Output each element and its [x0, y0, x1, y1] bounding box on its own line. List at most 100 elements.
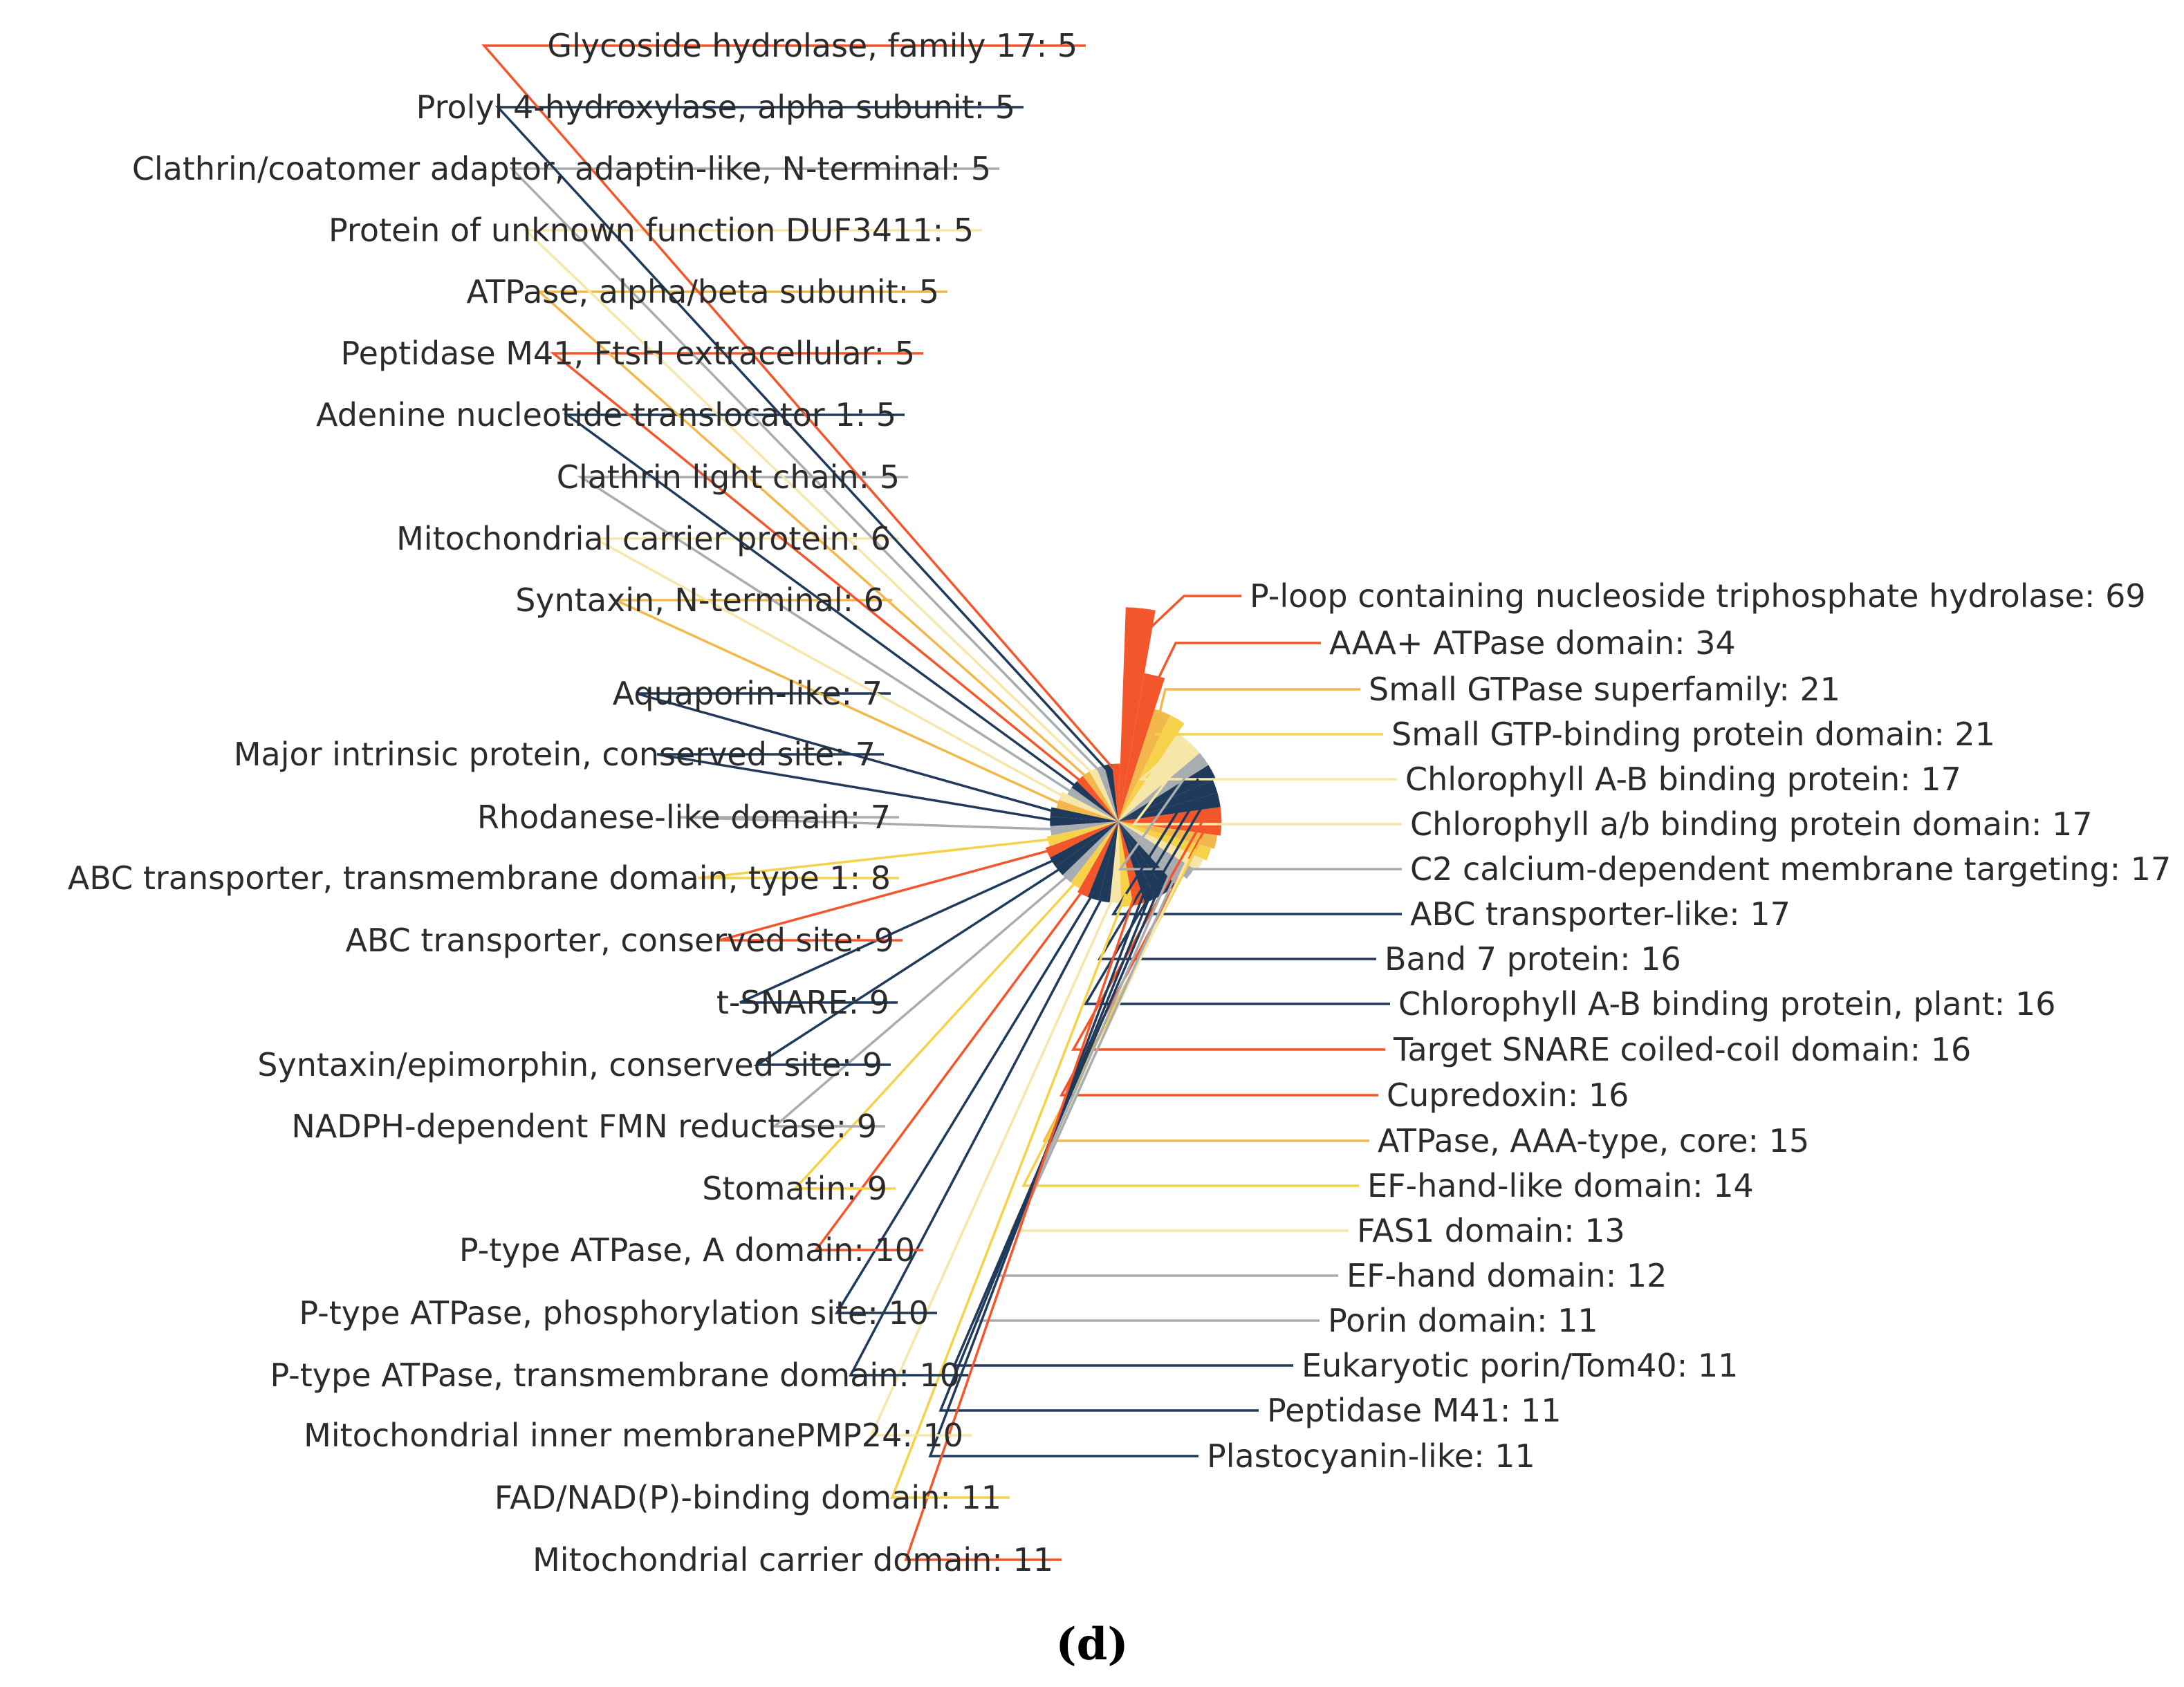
slice-1	[1118, 673, 1165, 821]
slice-label-14: FAS1 domain: 13	[1357, 1212, 1625, 1249]
slice-44	[1112, 763, 1120, 821]
slice-6	[1118, 753, 1209, 821]
slice-23	[1098, 821, 1118, 903]
leader-line-35	[615, 599, 1068, 808]
slice-35	[1056, 799, 1118, 821]
slice-label-11: Cupredoxin: 16	[1387, 1076, 1629, 1114]
slice-29	[1050, 821, 1118, 867]
leader-line-43	[495, 106, 1111, 774]
leader-line-6	[1118, 767, 1402, 870]
leader-line-27	[771, 869, 1075, 1128]
leader-line-44	[481, 44, 1118, 774]
leader-line-13	[1021, 848, 1359, 1187]
leader-line-26	[793, 875, 1083, 1190]
leader-line-15	[994, 865, 1338, 1277]
slice-label-15: EF-hand domain: 12	[1347, 1257, 1667, 1294]
leader-line-19	[928, 888, 1199, 1457]
leader-line-37	[577, 476, 1077, 796]
leader-line-36	[594, 537, 1070, 801]
leader-line-42	[508, 167, 1104, 776]
leader-line-20	[904, 891, 1138, 1561]
slice-label-12: ATPase, AAA-type, core: 15	[1378, 1122, 1809, 1159]
slice-12	[1118, 821, 1218, 849]
slices-layer	[1045, 607, 1222, 907]
leader-line-2	[1154, 688, 1360, 729]
leader-line-39	[550, 352, 1086, 786]
slice-label-22: Mitochondrial inner membranePMP24: 10	[304, 1417, 963, 1454]
leader-line-16	[973, 871, 1320, 1322]
slice-label-28: Syntaxin/epimorphin, conserved site: 9	[257, 1046, 882, 1083]
slice-label-16: Porin domain: 11	[1328, 1302, 1598, 1339]
leader-line-0	[1136, 595, 1241, 642]
slice-30	[1045, 821, 1118, 858]
slice-18	[1118, 821, 1167, 899]
slice-3	[1118, 715, 1185, 821]
slice-27	[1062, 821, 1118, 883]
slice-label-10: Target SNARE coiled-coil domain: 16	[1393, 1031, 1971, 1068]
slice-label-33: Major intrinsic protein, conserved site:…	[234, 736, 876, 773]
slice-label-2: Small GTPase superfamily: 21	[1369, 671, 1840, 708]
leader-line-18	[938, 884, 1259, 1412]
slice-label-8: Band 7 protein: 16	[1385, 940, 1681, 978]
leader-line-33	[656, 753, 1061, 823]
slice-label-26: Stomatin: 9	[702, 1170, 887, 1207]
slice-37	[1067, 787, 1118, 821]
slice-4	[1118, 733, 1190, 821]
slice-label-36: Mitochondrial carrier protein: 6	[396, 520, 891, 557]
slice-label-23: P-type ATPase, transmembrane domain: 10	[270, 1357, 960, 1394]
leader-line-31	[698, 837, 1059, 879]
slice-label-29: t-SNARE: 9	[716, 984, 889, 1021]
slice-20	[1118, 821, 1145, 906]
slice-label-9: Chlorophyll A-B binding protein, plant: …	[1398, 985, 2055, 1023]
slice-34	[1050, 807, 1118, 821]
slice-label-7: ABC transporter-like: 17	[1410, 895, 1790, 933]
slice-label-44: Glycoside hydrolase, family 17: 5	[547, 27, 1077, 64]
slice-label-18: Peptidase M41: 11	[1267, 1392, 1562, 1429]
slice-label-31: ABC transporter, transmembrane domain, t…	[68, 859, 891, 897]
slice-label-1: AAA+ ATPase domain: 34	[1329, 624, 1736, 662]
leader-line-23	[849, 888, 1108, 1377]
slice-26	[1071, 821, 1118, 888]
slice-38	[1071, 781, 1118, 821]
leader-line-22	[869, 890, 1118, 1437]
slice-label-27: NADPH-dependent FMN reductase: 9	[291, 1108, 877, 1145]
slice-15	[1118, 821, 1194, 879]
slice-label-0: P-loop containing nucleoside triphosphat…	[1250, 577, 2146, 615]
leader-line-5	[1131, 758, 1402, 826]
slice-40	[1082, 771, 1118, 821]
slice-24	[1087, 821, 1118, 901]
slice-label-24: P-type ATPase, phosphorylation site: 10	[299, 1294, 929, 1332]
leader-line-29	[739, 855, 1064, 1004]
leader-line-41	[522, 229, 1098, 779]
slice-label-34: Aquaporin-like: 7	[613, 675, 882, 712]
slice-label-41: Protein of unknown function DUF3411: 5	[328, 212, 974, 249]
slice-13	[1118, 821, 1212, 861]
slice-21	[1118, 821, 1133, 907]
labels-layer: P-loop containing nucleoside triphosphat…	[68, 27, 2171, 1578]
leader-line-38	[563, 413, 1082, 791]
slice-43	[1104, 764, 1118, 821]
slice-36	[1059, 792, 1118, 821]
slice-39	[1077, 776, 1118, 821]
slice-label-3: Small GTP-binding protein domain: 21	[1391, 716, 1995, 753]
leader-lines-layer	[481, 44, 1402, 1561]
leader-line-7	[1111, 778, 1402, 915]
leader-line-24	[834, 886, 1098, 1314]
leader-line-34	[636, 692, 1062, 814]
slice-25	[1077, 821, 1118, 897]
slice-label-37: Clathrin light chain: 5	[557, 458, 900, 496]
slice-label-39: Peptidase M41, FtsH extracellular: 5	[341, 335, 915, 372]
slice-label-13: EF-hand-like domain: 14	[1367, 1167, 1754, 1204]
slice-label-21: FAD/NAD(P)-binding domain: 11	[494, 1479, 1001, 1516]
leader-line-4	[1138, 749, 1397, 781]
leader-line-17	[952, 878, 1293, 1367]
slice-label-19: Plastocyanin-like: 11	[1207, 1437, 1535, 1475]
leader-line-9	[1083, 802, 1390, 1005]
slice-label-4: Chlorophyll A-B binding protein: 17	[1405, 761, 1961, 798]
panel-label: (d)	[1055, 1619, 1128, 1670]
slice-42	[1096, 765, 1118, 821]
slice-label-38: Adenine nucleotide translocator 1: 5	[316, 396, 896, 434]
slice-label-40: ATPase, alpha/beta subunit: 5	[466, 273, 939, 310]
